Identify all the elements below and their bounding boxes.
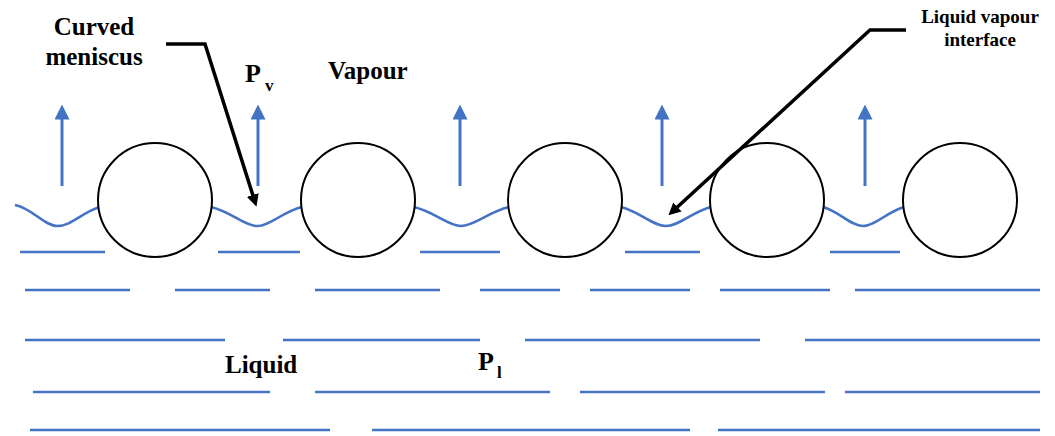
callout-label: Liquid vapour interface [910,6,1050,52]
leader-lines [152,30,906,212]
pressure-symbol: P [476,346,496,377]
vapour-arrows [62,112,865,186]
callout-label: Curved meniscus [22,12,166,72]
liquid-lines [20,252,1040,430]
wick-particles [98,143,1017,257]
region-label: Vapour [326,56,410,86]
region-label: Liquid [223,350,299,380]
pressure-subscript: v [263,76,276,96]
pressure-symbol: P [243,58,263,89]
pressure-subscript: l [495,363,504,383]
